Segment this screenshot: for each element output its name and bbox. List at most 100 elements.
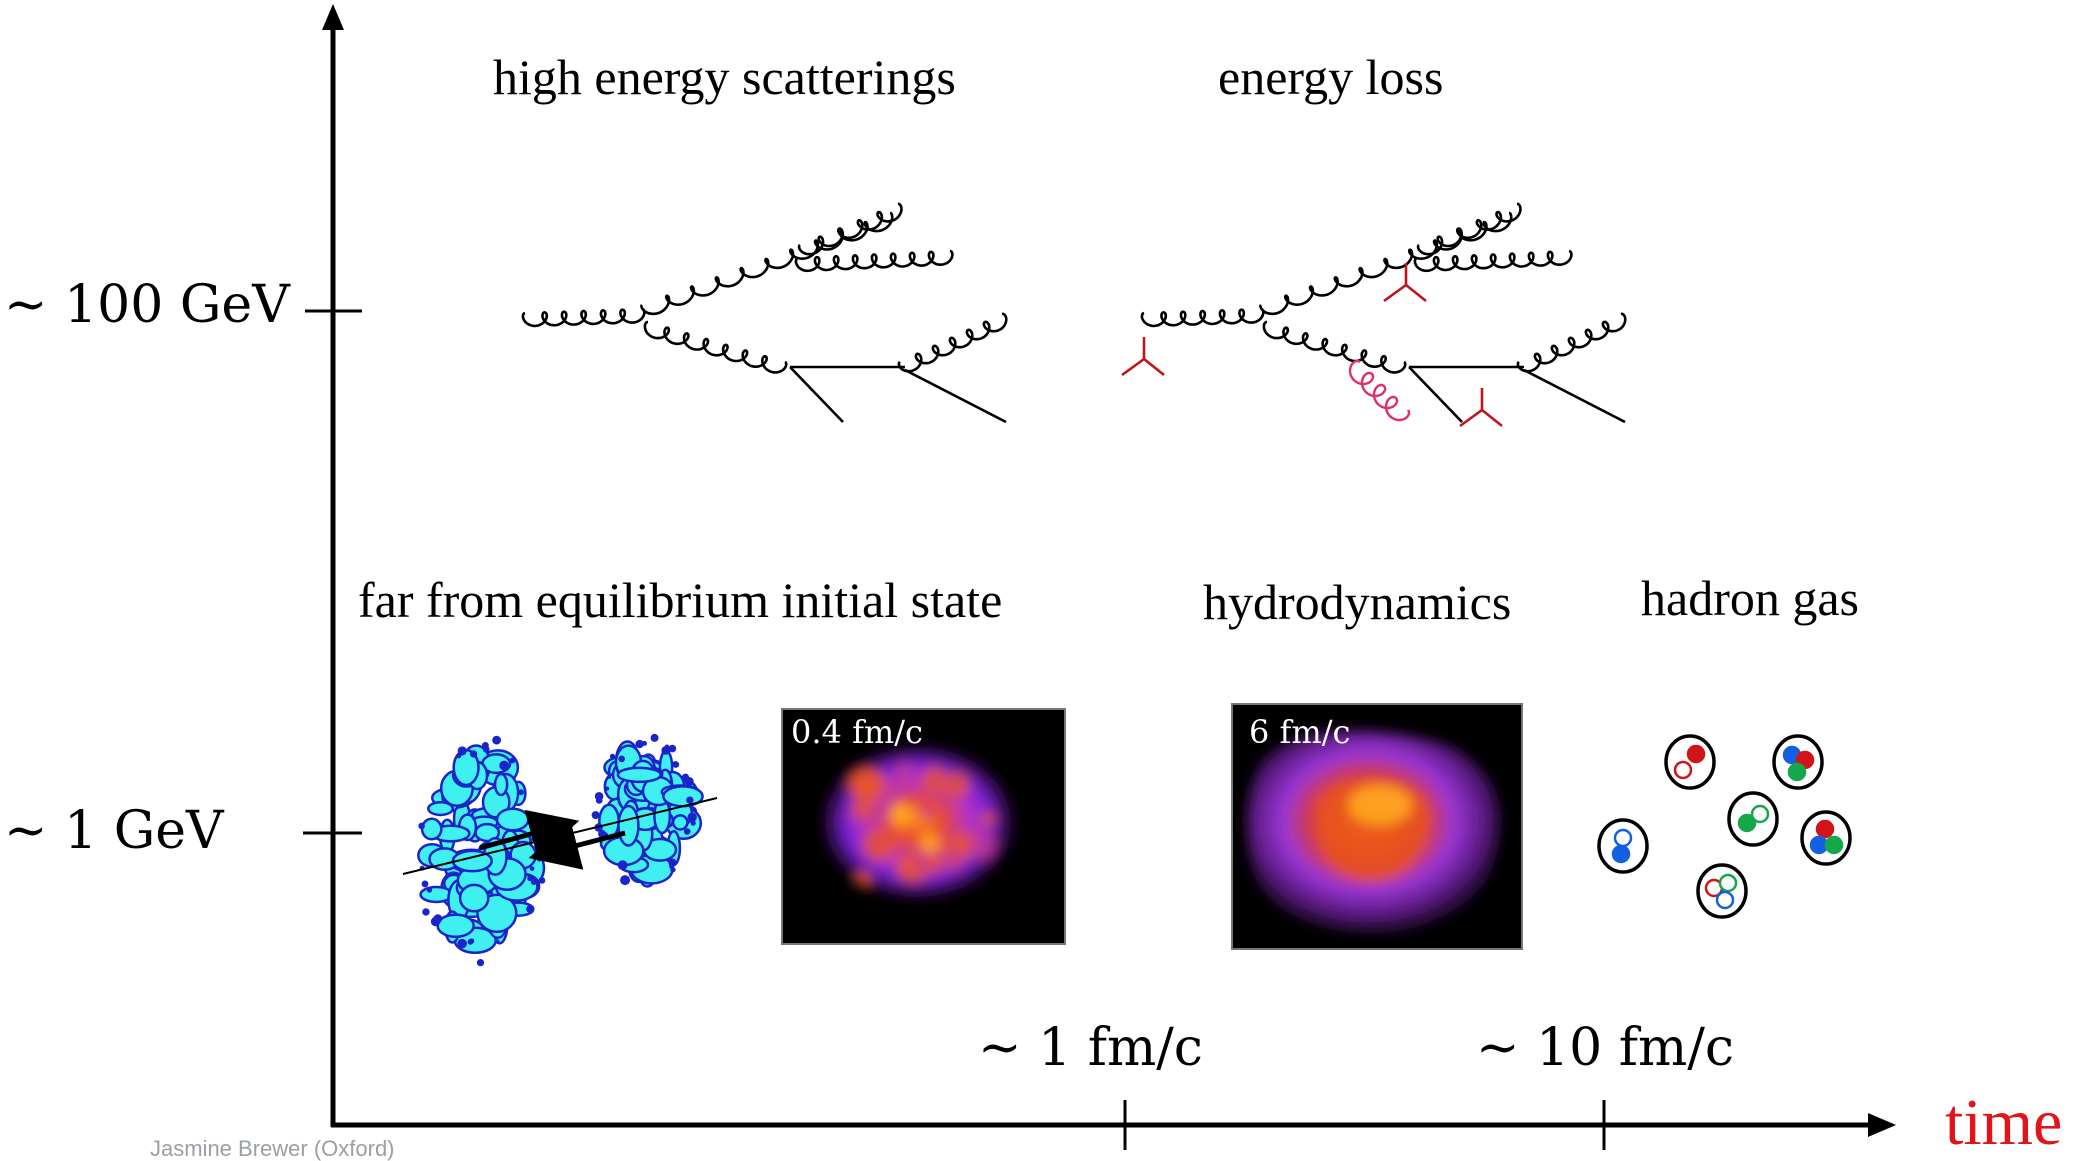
fragment-dot: [518, 789, 525, 796]
nucleon-blob: [436, 913, 475, 939]
quark: [1686, 744, 1706, 764]
x-axis-arrowhead: [1868, 1113, 1896, 1137]
gluon-line: [1413, 249, 1573, 273]
panel-time-late: 6 fm/c: [1249, 713, 1351, 751]
y-tick-label-100gev: ~ 100 GeV: [4, 275, 290, 335]
quark-line: [1523, 368, 1626, 424]
beam-arrow-left: [528, 821, 626, 870]
fragment-dot: [535, 849, 540, 854]
collision-illustration: [402, 733, 718, 967]
gluon-line: [794, 249, 954, 273]
fragment-dot: [605, 786, 610, 791]
fragment-dot: [456, 752, 462, 759]
hot-spot: [964, 828, 996, 861]
fragment-dot: [476, 959, 485, 967]
fragment-dot: [457, 938, 467, 949]
fragment-dot: [617, 860, 628, 871]
energy-loss-diagram: [1121, 202, 1627, 428]
quark: [1673, 760, 1693, 780]
nucleon-blob: [495, 807, 530, 832]
hot-spot: [851, 769, 882, 800]
fragment-dot: [672, 761, 680, 768]
fragment-dot: [683, 828, 691, 835]
stage-label-initial-state: far from equilibrium initial state: [358, 572, 1003, 628]
hot-spot: [980, 811, 996, 827]
nucleon-blob: [427, 800, 455, 817]
fragment-dot: [664, 744, 670, 750]
fragment-dot: [591, 811, 600, 820]
fragment-dot: [421, 880, 429, 888]
hot-spot: [949, 831, 974, 856]
gluon-line: [521, 307, 646, 328]
fragment-dot: [527, 875, 533, 882]
density-panel-late: [1231, 703, 1523, 950]
hot-spot: [913, 858, 928, 872]
stage-label-hadron-gas: hadron gas: [1641, 570, 1859, 626]
nucleon-blob: [420, 817, 443, 841]
hot-spot: [893, 762, 916, 785]
footer-credit: Jasmine Brewer (Oxford): [150, 1136, 395, 1161]
fragment-dot: [620, 875, 631, 886]
gluon-line: [1262, 320, 1407, 374]
hot-spot: [940, 849, 963, 872]
hot-spot: [943, 772, 970, 799]
fragment-dot: [687, 812, 697, 822]
fragment-dot: [669, 863, 675, 869]
stage-label-high-energy: high energy scatterings: [493, 49, 956, 105]
fragment-dot: [509, 757, 516, 764]
y-axis-arrowhead: [322, 4, 344, 30]
fragment-dot: [526, 904, 535, 913]
hot-spot: [921, 766, 947, 793]
quark: [1750, 804, 1770, 824]
quark: [1611, 844, 1631, 864]
quench-marker: [1121, 337, 1165, 377]
stage-label-energy-loss: energy loss: [1218, 49, 1444, 105]
fragment-dot: [650, 733, 659, 742]
gluon-line: [1516, 312, 1627, 373]
fragment-dot: [606, 774, 612, 780]
fragment-dot: [469, 750, 478, 758]
x-tick-label-1fm: ~ 1 fm/c: [978, 1018, 1203, 1078]
y-tick-label-1gev: ~ 1 GeV: [4, 801, 224, 861]
hot-spot: [855, 870, 872, 887]
hot-spot: [920, 833, 940, 853]
nucleon-blob: [616, 766, 662, 784]
fragment-dot: [635, 739, 644, 749]
quark: [1787, 762, 1807, 782]
fragment-dot: [668, 744, 677, 753]
hadron: [1664, 734, 1716, 790]
fragment-dot: [482, 745, 490, 753]
quark: [1715, 890, 1735, 910]
gluon-line: [643, 320, 788, 374]
fragment-dot: [530, 879, 537, 885]
stage-label-hydro: hydrodynamics: [1203, 574, 1512, 630]
fragment-dot: [426, 887, 433, 893]
fragment-dot: [686, 796, 694, 804]
quench-marker: [1459, 388, 1503, 428]
gluon-line: [1140, 307, 1265, 328]
fragment-dot: [538, 877, 546, 884]
nucleon-blob: [474, 822, 501, 843]
scattering-diagram: [521, 202, 1008, 424]
fragment-dot: [492, 735, 502, 745]
quark-line: [904, 368, 1007, 424]
x-axis-label: time: [1945, 1086, 2063, 1159]
nucleon-blob: [617, 804, 640, 847]
fragment-dot: [529, 866, 535, 871]
quark-line: [789, 366, 844, 423]
panel-time-early: 0.4 fm/c: [791, 713, 923, 751]
nucleon-blob: [671, 814, 689, 831]
fragment-dot: [536, 855, 543, 862]
nucleon-blob: [493, 772, 509, 797]
fragment-dot: [609, 753, 616, 760]
hot-spot: [862, 828, 896, 863]
hot-spot: [890, 803, 914, 827]
quark: [1809, 835, 1829, 855]
fragment-dot: [618, 755, 625, 763]
gluon-line: [640, 211, 894, 316]
quark-line: [1408, 366, 1463, 423]
fragment-dot: [418, 822, 425, 830]
quench-marker: [1383, 263, 1427, 303]
gluon-line: [897, 312, 1008, 373]
